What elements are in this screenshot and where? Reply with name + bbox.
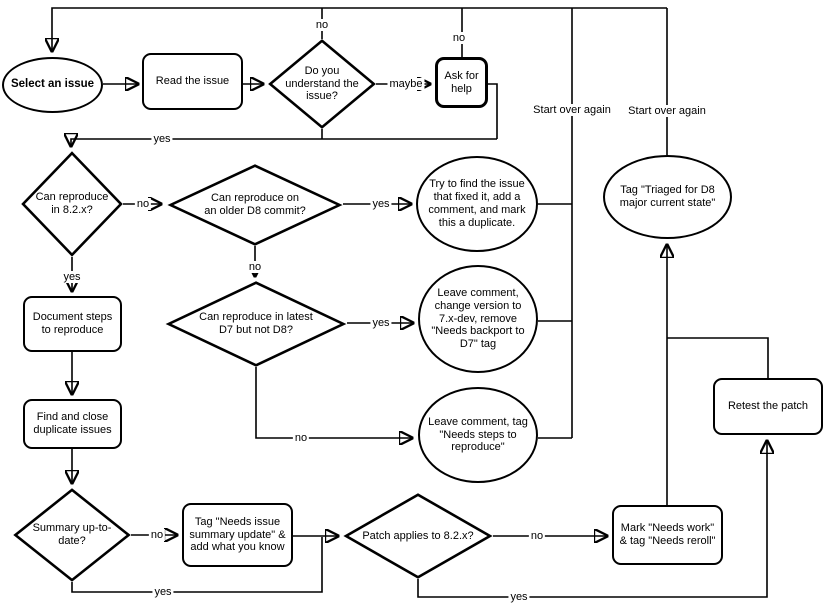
edge-label-patch-no: no [528,530,546,542]
edge-askhelp-loop [488,83,498,139]
edge-label-understand-no: no [313,19,331,31]
node-reproduce-d7-not-d8-label: Can reproduce in latest D7 but not D8? [199,311,313,336]
node-retest-the-patch: Retest the patch [713,378,823,435]
edge-label-82x-no: no [134,198,152,210]
diamond-outline [21,151,123,257]
edge-label-start-over-2: Start over again [626,105,708,117]
node-tag-needs-summary-update: Tag "Needs issue summary update" & add w… [182,503,293,567]
edge-label-olderd8-yes: yes [370,198,392,210]
edge-label-understand-yes: yes [151,133,173,145]
node-summary-up-to-date-label: Summary up-to- date? [32,522,112,547]
node-find-close-duplicates: Find and close duplicate issues [23,399,122,449]
node-reproduce-older-d8: Can reproduce on an older D8 commit? [167,164,343,246]
diamond-outline [13,488,131,582]
edge-d7-no [255,367,412,438]
node-reproduce-d7-not-d8: Can reproduce in latest D7 but not D8? [165,281,347,367]
node-can-reproduce-82x-label: Can reproduce in 8.2.x? [35,191,109,216]
edge-label-patch-yes: yes [508,591,530,603]
node-understand-issue-label: Do you understand the issue? [285,64,359,103]
node-tag-needs-summary-update-label: Tag "Needs issue summary update" & add w… [189,515,286,554]
edge-summary-yes [71,537,323,593]
diamond-outline [343,493,493,579]
node-reproduce-older-d8-label: Can reproduce on an older D8 commit? [204,192,306,217]
edge-label-summary-yes: yes [152,586,174,598]
node-tag-triaged-d8: Tag "Triaged for D8 major current state" [603,155,732,239]
diamond-outline [268,39,376,129]
node-ask-for-help: Ask for help [435,57,488,108]
node-document-steps-label: Document steps to reproduce [32,311,113,336]
node-patch-applies-82x: Patch applies to 8.2.x? [343,493,493,579]
node-can-reproduce-82x: Can reproduce in 8.2.x? [21,151,123,257]
edge-label-maybe: maybe [387,78,425,90]
node-find-duplicate-fix-label: Try to find the issue that fixed it, add… [428,178,526,229]
node-summary-up-to-date: Summary up-to- date? [13,488,131,582]
node-document-steps: Document steps to reproduce [23,296,122,352]
node-find-duplicate-fix: Try to find the issue that fixed it, add… [416,156,538,252]
node-read-the-issue: Read the issue [142,53,243,110]
node-patch-applies-82x-label: Patch applies to 8.2.x? [362,529,474,542]
node-read-the-issue-label: Read the issue [155,75,230,88]
edge-label-d7-yes: yes [370,317,392,329]
node-find-close-duplicates-label: Find and close duplicate issues [33,411,112,436]
edge-patch-yes [417,441,767,598]
edge-label-olderd8-no: no [246,261,264,273]
node-mark-needs-work-label: Mark "Needs work" & tag "Needs reroll" [619,522,716,547]
node-select-an-issue-label: Select an issue [10,78,95,91]
edge-retest-out [667,337,769,378]
diamond-outline [167,164,343,246]
node-leave-comment-steps-label: Leave comment, tag "Needs steps to repro… [428,415,528,454]
node-understand-issue: Do you understand the issue? [268,39,376,129]
node-leave-comment-7x: Leave comment, change version to 7.x-dev… [418,265,538,373]
edge-yes-to-82x [71,139,497,146]
node-leave-comment-steps: Leave comment, tag "Needs steps to repro… [418,387,538,483]
edge-label-askhelp-no: no [450,32,468,44]
edge-label-82x-yes: yes [61,271,83,283]
node-mark-needs-work: Mark "Needs work" & tag "Needs reroll" [612,505,723,565]
diamond-outline [165,281,347,367]
node-select-an-issue: Select an issue [2,57,103,113]
node-retest-the-patch-label: Retest the patch [727,400,809,413]
node-tag-triaged-d8-label: Tag "Triaged for D8 major current state" [619,184,716,209]
edge-label-summary-no: no [148,529,166,541]
edge-topline-to-select [52,7,667,51]
node-ask-for-help-label: Ask for help [444,69,479,95]
edge-label-d7-no: no [292,432,310,444]
node-leave-comment-7x-label: Leave comment, change version to 7.x-dev… [431,286,525,351]
edge-label-start-over-1: Start over again [531,104,613,116]
